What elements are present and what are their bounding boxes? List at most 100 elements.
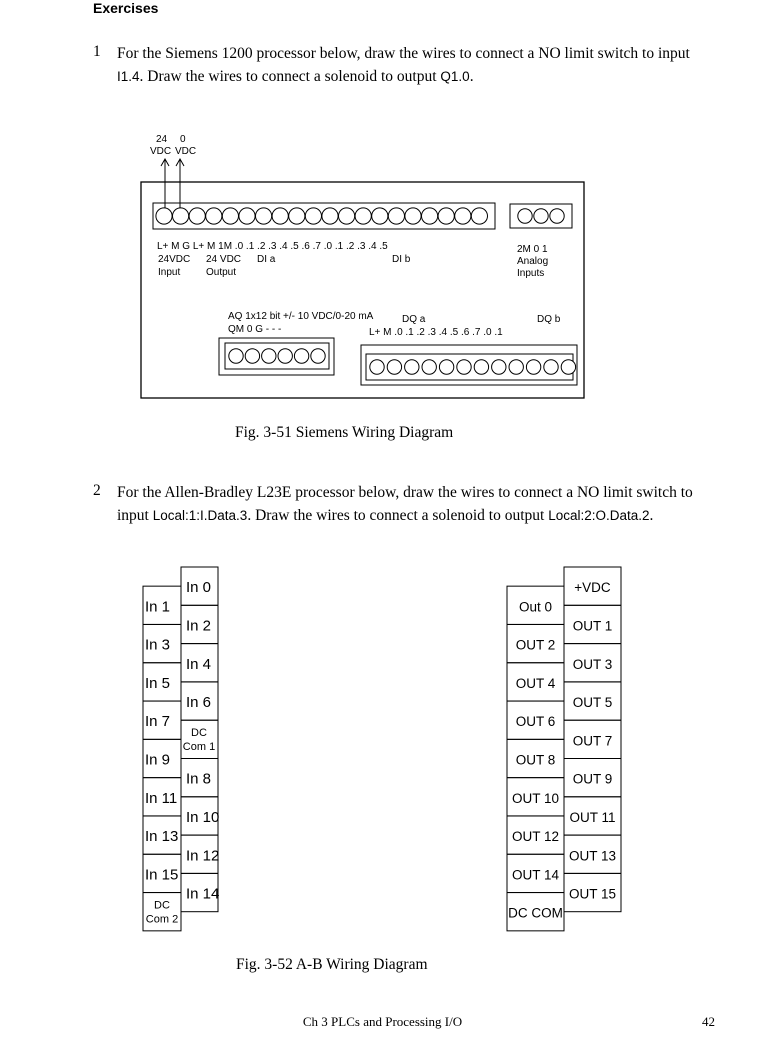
label-di-b: DI b bbox=[392, 254, 411, 265]
question-1-line-2: I1.4. Draw the wires to connect a soleno… bbox=[117, 65, 690, 88]
terminal-label-left: In 15 bbox=[145, 866, 178, 883]
terminal-screw bbox=[560, 359, 577, 375]
terminal-label-right: In 14 bbox=[186, 886, 219, 903]
figure-1-caption: Fig. 3-51 Siemens Wiring Diagram bbox=[235, 424, 454, 441]
question-2-mid-text: . Draw the wires to connect a solenoid t… bbox=[247, 507, 549, 524]
dc-com1-label-a: DC bbox=[191, 727, 207, 739]
terminal-label-right: OUT 11 bbox=[569, 810, 615, 825]
terminal-screw bbox=[508, 359, 524, 375]
analog-terminal-labels: 2M 0 1 bbox=[517, 244, 548, 255]
terminal-label-right: In 2 bbox=[186, 617, 211, 634]
footer-page-number: 42 bbox=[702, 1014, 715, 1029]
analog-label-1: Analog bbox=[517, 256, 548, 267]
supply-0-label: 0 bbox=[180, 134, 186, 145]
terminal-screw bbox=[293, 348, 310, 364]
terminal-label-left: OUT 12 bbox=[512, 829, 559, 844]
terminal-label-left: In 9 bbox=[145, 752, 170, 769]
terminal-screw bbox=[421, 359, 437, 375]
terminal-screw bbox=[549, 208, 565, 224]
dq-module-outer bbox=[360, 344, 578, 386]
terminal-screw bbox=[386, 359, 403, 375]
terminal-label-left: Out 0 bbox=[519, 599, 552, 614]
question-1-line-1: For the Siemens 1200 processor below, dr… bbox=[117, 45, 690, 62]
dq-terminal-labels: L+ M .0 .1 .2 .3 .4 .5 .6 .7 .0 .1 bbox=[369, 327, 503, 338]
terminal-screw bbox=[244, 348, 261, 364]
question-1-text: For the Siemens 1200 processor below, dr… bbox=[117, 42, 690, 88]
aq-label: AQ 1x12 bit +/- 10 VDC/0-20 mA bbox=[228, 311, 374, 322]
terminal-screw bbox=[517, 208, 533, 224]
analog-terminal-block bbox=[509, 203, 573, 229]
supply-24-label: 24 bbox=[156, 134, 168, 145]
terminal-label-left: OUT 8 bbox=[516, 753, 556, 768]
question-2-line-1: For the Allen-Bradley L23E processor bel… bbox=[117, 484, 693, 501]
terminal-label-left: OUT 14 bbox=[512, 867, 560, 882]
question-2-output-ref: Local:2:O.Data.2 bbox=[548, 508, 650, 523]
terminal-label-right: OUT 13 bbox=[569, 848, 616, 863]
plc-body bbox=[140, 181, 585, 399]
question-1-input-ref: I1.4 bbox=[117, 69, 140, 84]
question-2-number: 2 bbox=[93, 482, 101, 499]
terminal-label-right: In 10 bbox=[186, 809, 219, 826]
terminal-screw bbox=[525, 359, 542, 375]
terminal-label-left: OUT 10 bbox=[512, 791, 559, 806]
terminal-label-right: In 8 bbox=[186, 771, 211, 788]
dq-b-label: DQ b bbox=[537, 314, 561, 325]
aq-terminal-block bbox=[224, 342, 330, 370]
terminal-screw bbox=[277, 348, 293, 364]
dc-com1-label-b: Com 1 bbox=[183, 741, 215, 753]
aq-terminal-labels: QM 0 G - - - bbox=[228, 324, 281, 335]
question-2-input-prefix: input bbox=[117, 507, 153, 524]
supply-vdc-label-1: VDC bbox=[150, 146, 171, 157]
dq-a-label: DQ a bbox=[402, 314, 426, 325]
question-1-number: 1 bbox=[93, 43, 101, 60]
terminal-label-left: In 13 bbox=[145, 828, 178, 845]
terminal-screw bbox=[533, 208, 549, 224]
terminal-label-left: In 1 bbox=[145, 598, 170, 615]
terminal-label-left: OUT 2 bbox=[516, 638, 556, 653]
label-24vdc-input-2: Input bbox=[158, 267, 180, 278]
terminal-label-left: OUT 6 bbox=[516, 714, 556, 729]
figure-2-caption: Fig. 3-52 A-B Wiring Diagram bbox=[236, 956, 428, 973]
question-1-output-ref: Q1.0 bbox=[440, 69, 470, 84]
terminal-label-left: In 3 bbox=[145, 637, 170, 654]
terminal-label-right: OUT 9 bbox=[573, 772, 613, 787]
label-di-a: DI a bbox=[257, 254, 276, 265]
terminal-label-left: DC COM bbox=[508, 906, 563, 921]
terminal-label-left: In 7 bbox=[145, 713, 170, 730]
label-24vdc-output-1: 24 VDC bbox=[206, 254, 241, 265]
terminal-label-right: OUT 15 bbox=[569, 887, 616, 902]
terminal-label-right: OUT 7 bbox=[573, 733, 613, 748]
terminal-screw bbox=[470, 207, 488, 225]
aq-terminal-circles bbox=[228, 348, 326, 364]
terminal-cell-left bbox=[142, 892, 182, 932]
dq-terminal-circles bbox=[369, 359, 577, 375]
di-terminal-circles bbox=[155, 207, 488, 225]
question-1-end-text: . bbox=[469, 68, 474, 85]
di-terminal-block bbox=[152, 202, 496, 230]
dc-com2-label-a: DC bbox=[154, 900, 170, 912]
terminal-screw bbox=[438, 359, 455, 375]
terminal-cell-left bbox=[506, 892, 565, 932]
supply-vdc-label-2: VDC bbox=[175, 146, 196, 157]
terminal-label-right: In 4 bbox=[186, 656, 211, 673]
terminal-screw bbox=[310, 348, 326, 364]
label-24vdc-input-1: 24VDC bbox=[158, 254, 190, 265]
terminal-screw bbox=[491, 359, 507, 375]
supply-arrows bbox=[160, 157, 185, 216]
terminal-label-right: In 12 bbox=[186, 847, 219, 864]
terminal-screw bbox=[261, 348, 277, 364]
terminal-label-right: OUT 5 bbox=[573, 695, 613, 710]
terminal-label-right: OUT 3 bbox=[573, 657, 613, 672]
label-24vdc-output-2: Output bbox=[206, 267, 236, 278]
terminal-screw bbox=[228, 348, 244, 364]
footer-chapter: Ch 3 PLCs and Processing I/O bbox=[302, 1014, 463, 1029]
question-2-end-text: . bbox=[649, 507, 654, 524]
di-terminal-labels: L+ M G L+ M 1M .0 .1 .2 .3 .4 .5 .6 .7 .… bbox=[157, 241, 388, 252]
question-2-line-2: input Local:1:I.Data.3. Draw the wires t… bbox=[117, 504, 693, 527]
dc-com2-label-b: Com 2 bbox=[146, 914, 178, 926]
terminal-label-left: OUT 4 bbox=[516, 676, 556, 691]
